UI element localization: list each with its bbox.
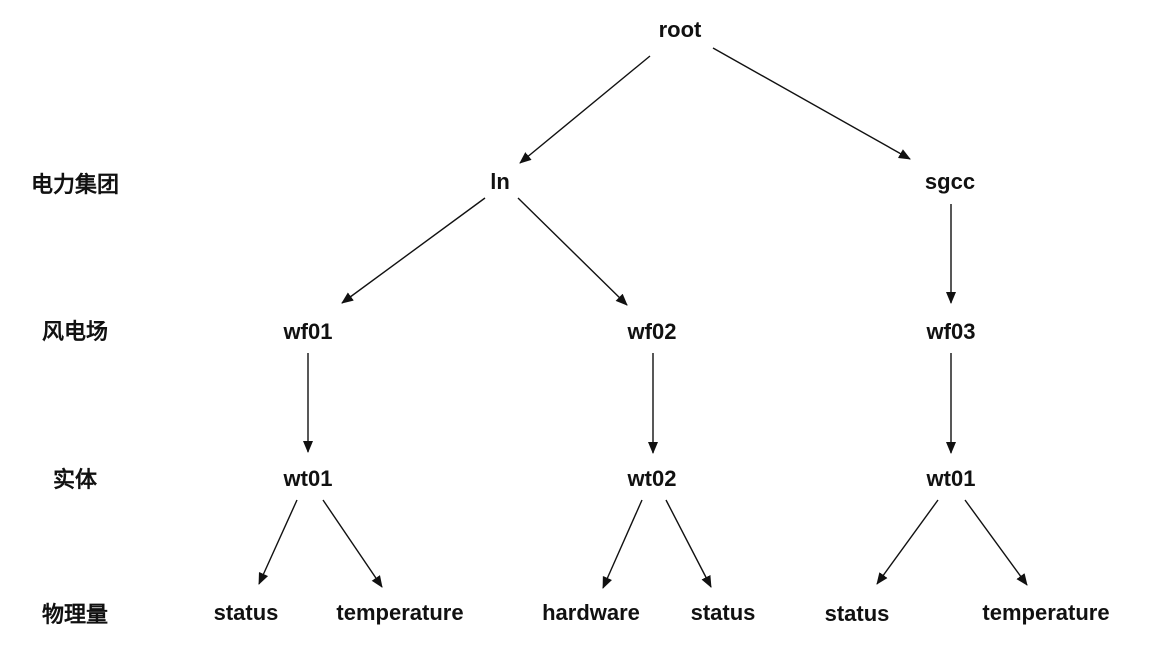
level-label-group: 电力集团 bbox=[31, 172, 119, 198]
node-wt02: wt02 bbox=[627, 466, 677, 491]
node-root: root bbox=[659, 17, 702, 42]
node-ln: ln bbox=[490, 169, 510, 194]
node-status3: status bbox=[825, 601, 890, 626]
node-sgcc: sgcc bbox=[925, 169, 975, 194]
edge-ln-wf02 bbox=[517, 197, 628, 306]
level-label-measure: 物理量 bbox=[42, 602, 108, 628]
edge-wt01b-temp2 bbox=[964, 499, 1028, 586]
node-hardware: hardware bbox=[542, 600, 640, 625]
node-status1: status bbox=[214, 600, 279, 625]
edge-wt01b-status3 bbox=[876, 499, 939, 585]
edge-wt01a-status1 bbox=[258, 499, 298, 585]
node-wt01a: wt01 bbox=[283, 466, 333, 491]
node-temp2: temperature bbox=[982, 600, 1109, 625]
level-label-entity: 实体 bbox=[53, 467, 98, 493]
node-wf01: wf01 bbox=[283, 319, 333, 344]
edge-wt01a-temp1 bbox=[322, 499, 383, 588]
nodes-layer: root ln sgcc wf01 wf02 wf03 wt01 wt02 wt01 status… bbox=[214, 17, 1110, 626]
node-wf03: wf03 bbox=[926, 319, 976, 344]
edge-root-sgcc bbox=[712, 47, 911, 160]
edge-wt02-status2 bbox=[665, 499, 712, 588]
level-label-farm: 风电场 bbox=[42, 320, 108, 345]
node-temp1: temperature bbox=[336, 600, 463, 625]
node-status2: status bbox=[691, 600, 756, 625]
node-wt01b: wt01 bbox=[926, 466, 976, 491]
edge-ln-wf01 bbox=[341, 197, 486, 304]
edges-layer bbox=[258, 47, 1028, 589]
node-wf02: wf02 bbox=[627, 319, 677, 344]
edge-root-ln bbox=[519, 55, 651, 164]
edge-wt02-hardware bbox=[602, 499, 643, 589]
